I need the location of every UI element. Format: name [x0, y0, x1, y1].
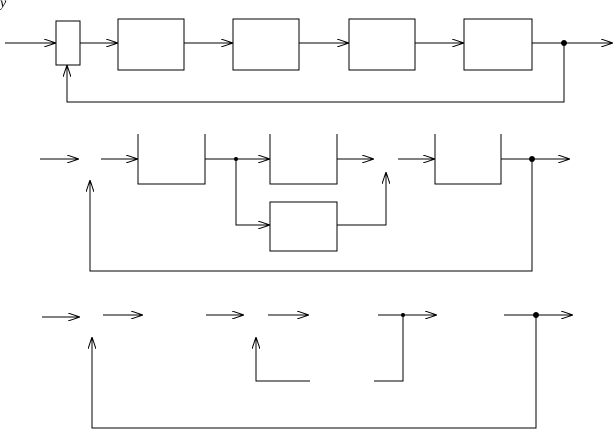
- diagram-middle: [40, 134, 570, 272]
- bot-branch-line: [374, 315, 404, 382]
- top-feedback-line: [67, 43, 565, 103]
- mid-block-3: [269, 201, 338, 252]
- bot-feedback-line: [92, 315, 537, 429]
- diagram-top: [5, 18, 613, 103]
- top-summing-block: [55, 20, 81, 66]
- bot-inner-feedback: [256, 337, 310, 382]
- mid-branch-line: [235, 159, 270, 225]
- mid-feedback-line: [90, 159, 533, 272]
- corner-label: y: [0, 0, 7, 11]
- top-block-1: [117, 18, 185, 71]
- mid-block-2: [269, 134, 338, 185]
- top-block-4: [463, 18, 533, 71]
- mid-block-1: [137, 134, 206, 185]
- diagram-bottom: [42, 312, 573, 429]
- top-block-2: [232, 18, 300, 71]
- mid-block-4: [434, 134, 502, 185]
- mid-parallel-return: [337, 172, 386, 226]
- top-block-3: [348, 18, 416, 71]
